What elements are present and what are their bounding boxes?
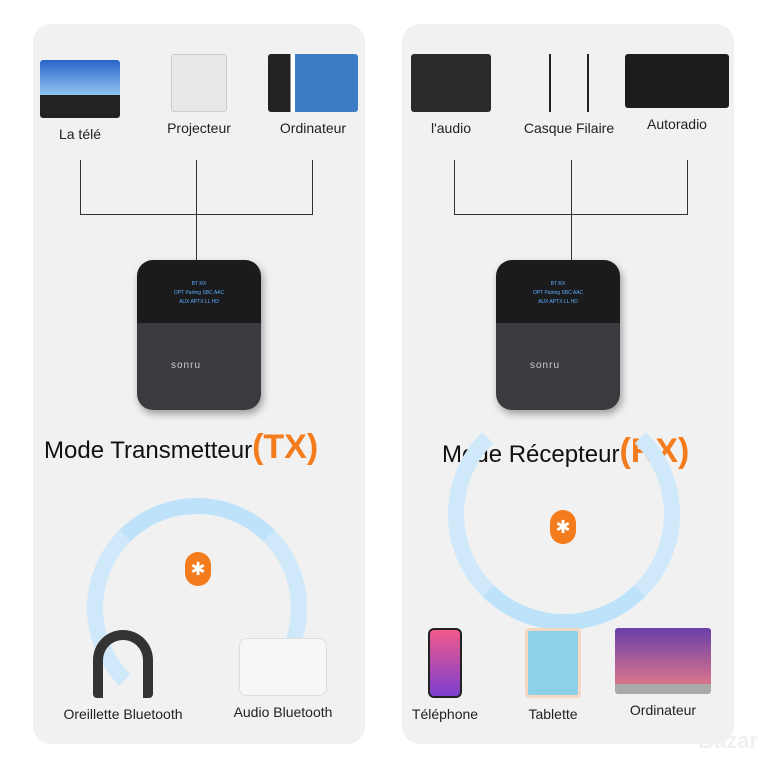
output-speaker: Audio Bluetooth <box>223 638 343 720</box>
bluetooth-icon: ✱ <box>550 510 576 544</box>
output-headphones: Oreillette Bluetooth <box>63 630 183 722</box>
mode-title: Mode Transmetteur(TX) <box>44 428 319 466</box>
mode-title: Mode Récepteur(RX) <box>442 432 690 470</box>
phone-image <box>428 628 462 698</box>
brand-logo: sonru <box>530 360 561 371</box>
projector-image <box>171 54 227 112</box>
label: Autoradio <box>647 116 707 132</box>
label: Ordinateur <box>279 120 347 136</box>
audio-image <box>411 54 491 112</box>
label: Ordinateur <box>629 702 697 718</box>
output-laptop: Ordinateur <box>608 628 718 718</box>
label: l'audio <box>430 120 472 136</box>
laptop-image <box>615 628 711 694</box>
source-wired-headphones: Casque Filaire <box>514 54 624 136</box>
source-audio: l'audio <box>396 54 506 136</box>
label: Casque Filaire <box>523 120 615 136</box>
tablet-image <box>525 628 581 698</box>
headphones-image <box>93 630 153 698</box>
speaker-image <box>239 638 327 696</box>
earphones-image <box>549 54 589 112</box>
source-projector: Projecteur <box>144 54 254 136</box>
tv-image <box>40 60 120 118</box>
bluetooth-icon: ✱ <box>185 552 211 586</box>
label: Projecteur <box>167 120 231 136</box>
computer-image <box>268 54 358 112</box>
brand-logo: sonru <box>171 360 202 371</box>
source-car-radio: Autoradio <box>622 54 732 132</box>
label: Tablette <box>528 706 578 722</box>
label: Téléphone <box>411 706 479 722</box>
source-tv: La télé <box>25 60 135 142</box>
label: La télé <box>58 126 102 142</box>
output-phone: Téléphone <box>390 628 500 722</box>
car-radio-image <box>625 54 729 108</box>
label: Oreillette Bluetooth <box>63 706 183 722</box>
source-computer: Ordinateur <box>258 54 368 136</box>
output-tablet: Tablette <box>498 628 608 722</box>
watermark: Bazar <box>698 728 758 753</box>
label: Audio Bluetooth <box>233 704 333 720</box>
